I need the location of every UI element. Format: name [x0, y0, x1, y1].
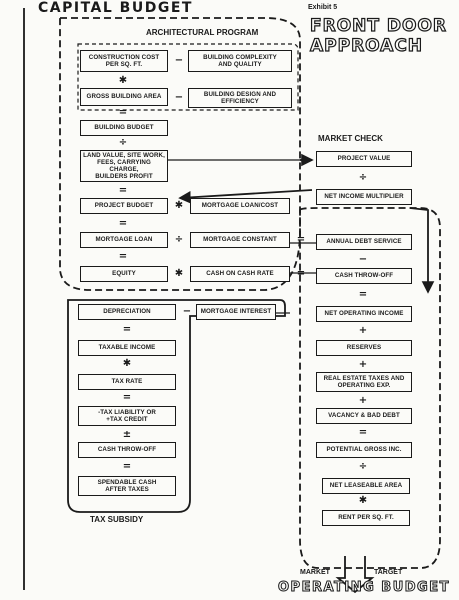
op-equals-7: = [358, 289, 368, 300]
approach-line: APPROACH [309, 35, 424, 56]
mortgage-loan-box: MORTGAGE LOAN [80, 232, 168, 248]
op-times-1: ✱ [118, 75, 128, 86]
construction-cost-box: CONSTRUCTION COST PER SQ. FT. [80, 50, 168, 72]
op-minus-2: − [182, 306, 192, 317]
op-equals-11: = [122, 461, 132, 472]
depreciation-box: DEPRECIATION [78, 304, 176, 320]
op-times-4: ✱ [122, 358, 132, 369]
net-leaseable-area-box: NET LEASEABLE AREA [322, 478, 410, 494]
op-plus-minus: ± [122, 429, 132, 440]
op-equals-6: = [296, 268, 306, 279]
mortgage-interest-box: MORTGAGE INTEREST [196, 304, 276, 320]
op-equals-1: = [118, 107, 128, 118]
market-check-label: MARKET CHECK [318, 134, 383, 143]
vacancy-box: VACANCY & BAD DEBT [316, 408, 412, 424]
mortgage-loan-cost-box: MORTGAGE LOAN/COST [190, 198, 290, 214]
op-arrow-1: − [174, 55, 184, 66]
market-label: MARKET [300, 569, 330, 576]
op-arrow-2: − [174, 92, 184, 103]
op-divide-3: ÷ [358, 172, 368, 183]
op-times-3: ✱ [358, 495, 368, 506]
op-equals-9: = [122, 324, 132, 335]
real-estate-taxes-box: REAL ESTATE TAXES AND OPERATING EXP. [316, 372, 412, 392]
op-divide-2: ÷ [174, 234, 184, 245]
op-minus-1: − [358, 254, 368, 265]
cash-throw-off-right-box: CASH THROW-OFF [316, 268, 412, 284]
op-plus-2: + [358, 359, 368, 370]
capital-budget-title: CAPITAL BUDGET [38, 0, 193, 16]
tax-subsidy-label: TAX SUBSIDY [90, 515, 144, 524]
cash-throw-off-left-box: CASH THROW-OFF [78, 442, 176, 458]
building-design-box: BUILDING DESIGN AND EFFICIENCY [188, 88, 292, 108]
front-door-line: FRONT DOOR [309, 15, 448, 36]
reserves-box: RESERVES [316, 340, 412, 356]
net-operating-income-box: NET OPERATING INCOME [316, 306, 412, 322]
target-label: TARGET [374, 569, 403, 576]
op-times-2: ✱ [174, 200, 184, 211]
op-equals-2: = [118, 185, 128, 196]
op-divide-4: ÷ [358, 461, 368, 472]
project-value-box: PROJECT VALUE [316, 151, 412, 167]
op-equals-5: = [296, 234, 306, 245]
cash-on-cash-box: CASH ON CASH RATE [190, 266, 290, 282]
tax-liability-box: -TAX LIABILITY OR +TAX CREDIT [78, 406, 176, 426]
op-plus-1: + [358, 325, 368, 336]
architectural-program-label: ARCHITECTURAL PROGRAM [146, 28, 259, 37]
front-door-title: FRONT DOOR APPROACH [309, 15, 448, 56]
op-times-divide: ✱ [174, 268, 184, 279]
net-income-multiplier-box: NET INCOME MULTIPLIER [316, 189, 412, 205]
op-equals-4: = [118, 251, 128, 262]
mortgage-constant-box: MORTGAGE CONSTANT [190, 232, 290, 248]
taxable-income-box: TAXABLE INCOME [78, 340, 176, 356]
operating-budget-title: OPERATING BUDGET [278, 580, 450, 596]
op-plus-3: + [358, 395, 368, 406]
annual-debt-service-box: ANNUAL DEBT SERVICE [316, 234, 412, 250]
land-value-box: LAND VALUE, SITE WORK, FEES, CARRYING CH… [80, 150, 168, 182]
op-divide-1: ÷ [118, 137, 128, 148]
building-complexity-box: BUILDING COMPLEXITY AND QUALITY [188, 50, 292, 72]
op-equals-3: = [118, 218, 128, 229]
building-budget-box: BUILDING BUDGET [80, 120, 168, 136]
project-budget-box: PROJECT BUDGET [80, 198, 168, 214]
tax-rate-box: TAX RATE [78, 374, 176, 390]
gross-building-area-box: GROSS BUILDING AREA [80, 88, 168, 106]
spendable-cash-box: SPENDABLE CASH AFTER TAXES [78, 476, 176, 496]
equity-box: EQUITY [80, 266, 168, 282]
op-equals-10: = [122, 392, 132, 403]
potential-gross-box: POTENTIAL GROSS INC. [316, 442, 412, 458]
rent-per-sqft-box: RENT PER SQ. FT. [322, 510, 410, 526]
exhibit-label: Exhibit 5 [308, 4, 338, 11]
op-equals-8: = [358, 427, 368, 438]
